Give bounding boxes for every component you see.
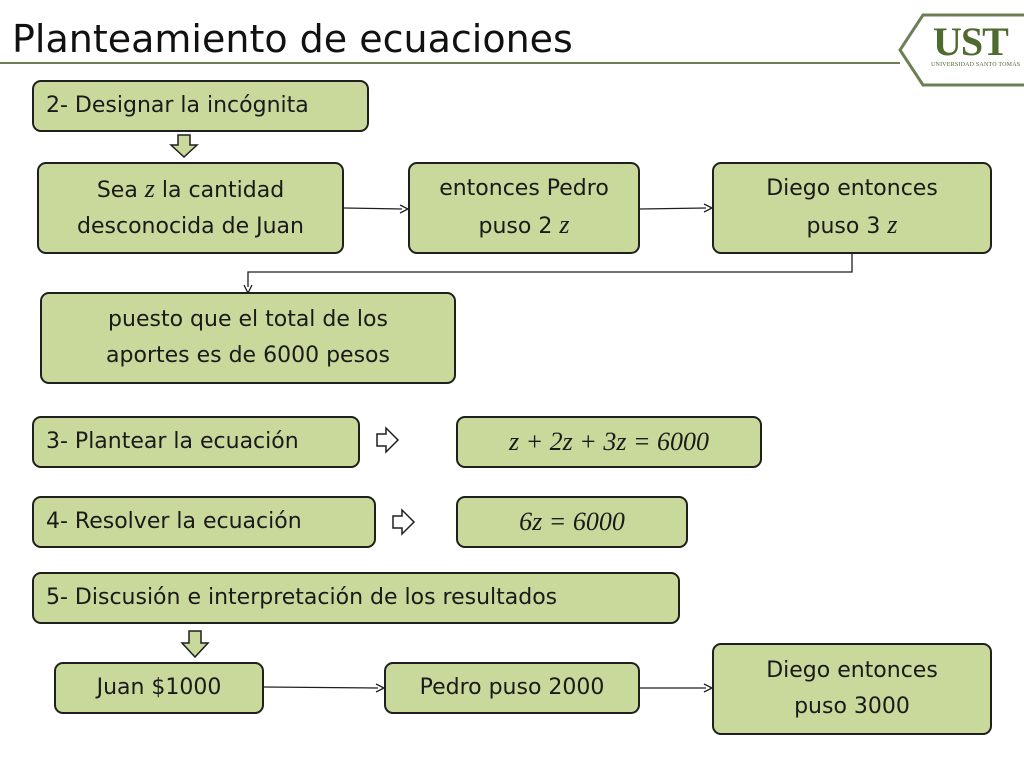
juan-line1: Sea z la cantidad (96, 174, 285, 203)
title-divider (0, 62, 900, 64)
step-label: 4- Resolver la ecuación (46, 509, 302, 534)
logo-frame-icon (898, 13, 1024, 87)
result-diego-line2: puso 3000 (794, 694, 910, 719)
step-discuss-results: 5- Discusión e interpretación de los res… (32, 572, 680, 624)
page-title: Planteamiento de ecuaciones (12, 17, 573, 61)
diego-line1: Diego entonces (766, 176, 938, 201)
ust-logo: UST UNIVERSIDAD SANTO TOMÁS (895, 12, 1024, 88)
box-juan-unknown: Sea z la cantidad desconocida de Juan (37, 162, 344, 254)
variable-z: z (887, 210, 898, 239)
result-pedro: Pedro puso 2000 (384, 662, 640, 714)
right-arrow-icon (392, 508, 416, 536)
step-designate-unknown: 2- Designar la incógnita (32, 80, 369, 132)
logo-subtitle: UNIVERSIDAD SANTO TOMÁS (931, 62, 1021, 68)
equation-box: z + 2z + 3z = 6000 (456, 416, 762, 468)
solved-equation: 6z = 6000 (519, 507, 625, 536)
total-line2: aportes es de 6000 pesos (106, 343, 390, 368)
right-arrow-icon (376, 426, 400, 454)
connector-diego-total (247, 254, 853, 287)
box-pedro: entonces Pedro puso 2 z (408, 162, 640, 254)
pedro-line1: entonces Pedro (439, 176, 609, 201)
result-diego: Diego entonces puso 3000 (712, 643, 992, 735)
down-arrow-icon (180, 630, 210, 659)
down-arrow-icon (169, 134, 199, 159)
variable-z: z (559, 210, 570, 239)
variable-z: z (144, 174, 155, 203)
solved-equation-box: 6z = 6000 (456, 496, 688, 548)
connector-pedro-diego (639, 207, 707, 210)
total-line1: puesto que el total de los (108, 307, 388, 332)
equation: z + 2z + 3z = 6000 (509, 427, 709, 456)
step-solve-equation: 4- Resolver la ecuación (32, 496, 376, 548)
juan-line2: desconocida de Juan (77, 214, 304, 239)
step-label: 5- Discusión e interpretación de los res… (46, 585, 558, 610)
connector-result-juan-pedro (263, 686, 379, 689)
diego-line2: puso 3 z (806, 210, 898, 239)
box-diego: Diego entonces puso 3 z (712, 162, 992, 254)
logo-wordmark: UST (933, 19, 1009, 64)
pedro-line2: puso 2 z (478, 210, 570, 239)
result-juan: Juan $1000 (54, 662, 264, 714)
step-set-equation: 3- Plantear la ecuación (32, 416, 360, 468)
result-diego-line1: Diego entonces (766, 658, 938, 683)
box-total: puesto que el total de los aportes es de… (40, 292, 456, 384)
step-label: 3- Plantear la ecuación (46, 429, 299, 454)
step-label: 2- Designar la incógnita (46, 93, 309, 118)
connector-juan-pedro (343, 207, 403, 210)
